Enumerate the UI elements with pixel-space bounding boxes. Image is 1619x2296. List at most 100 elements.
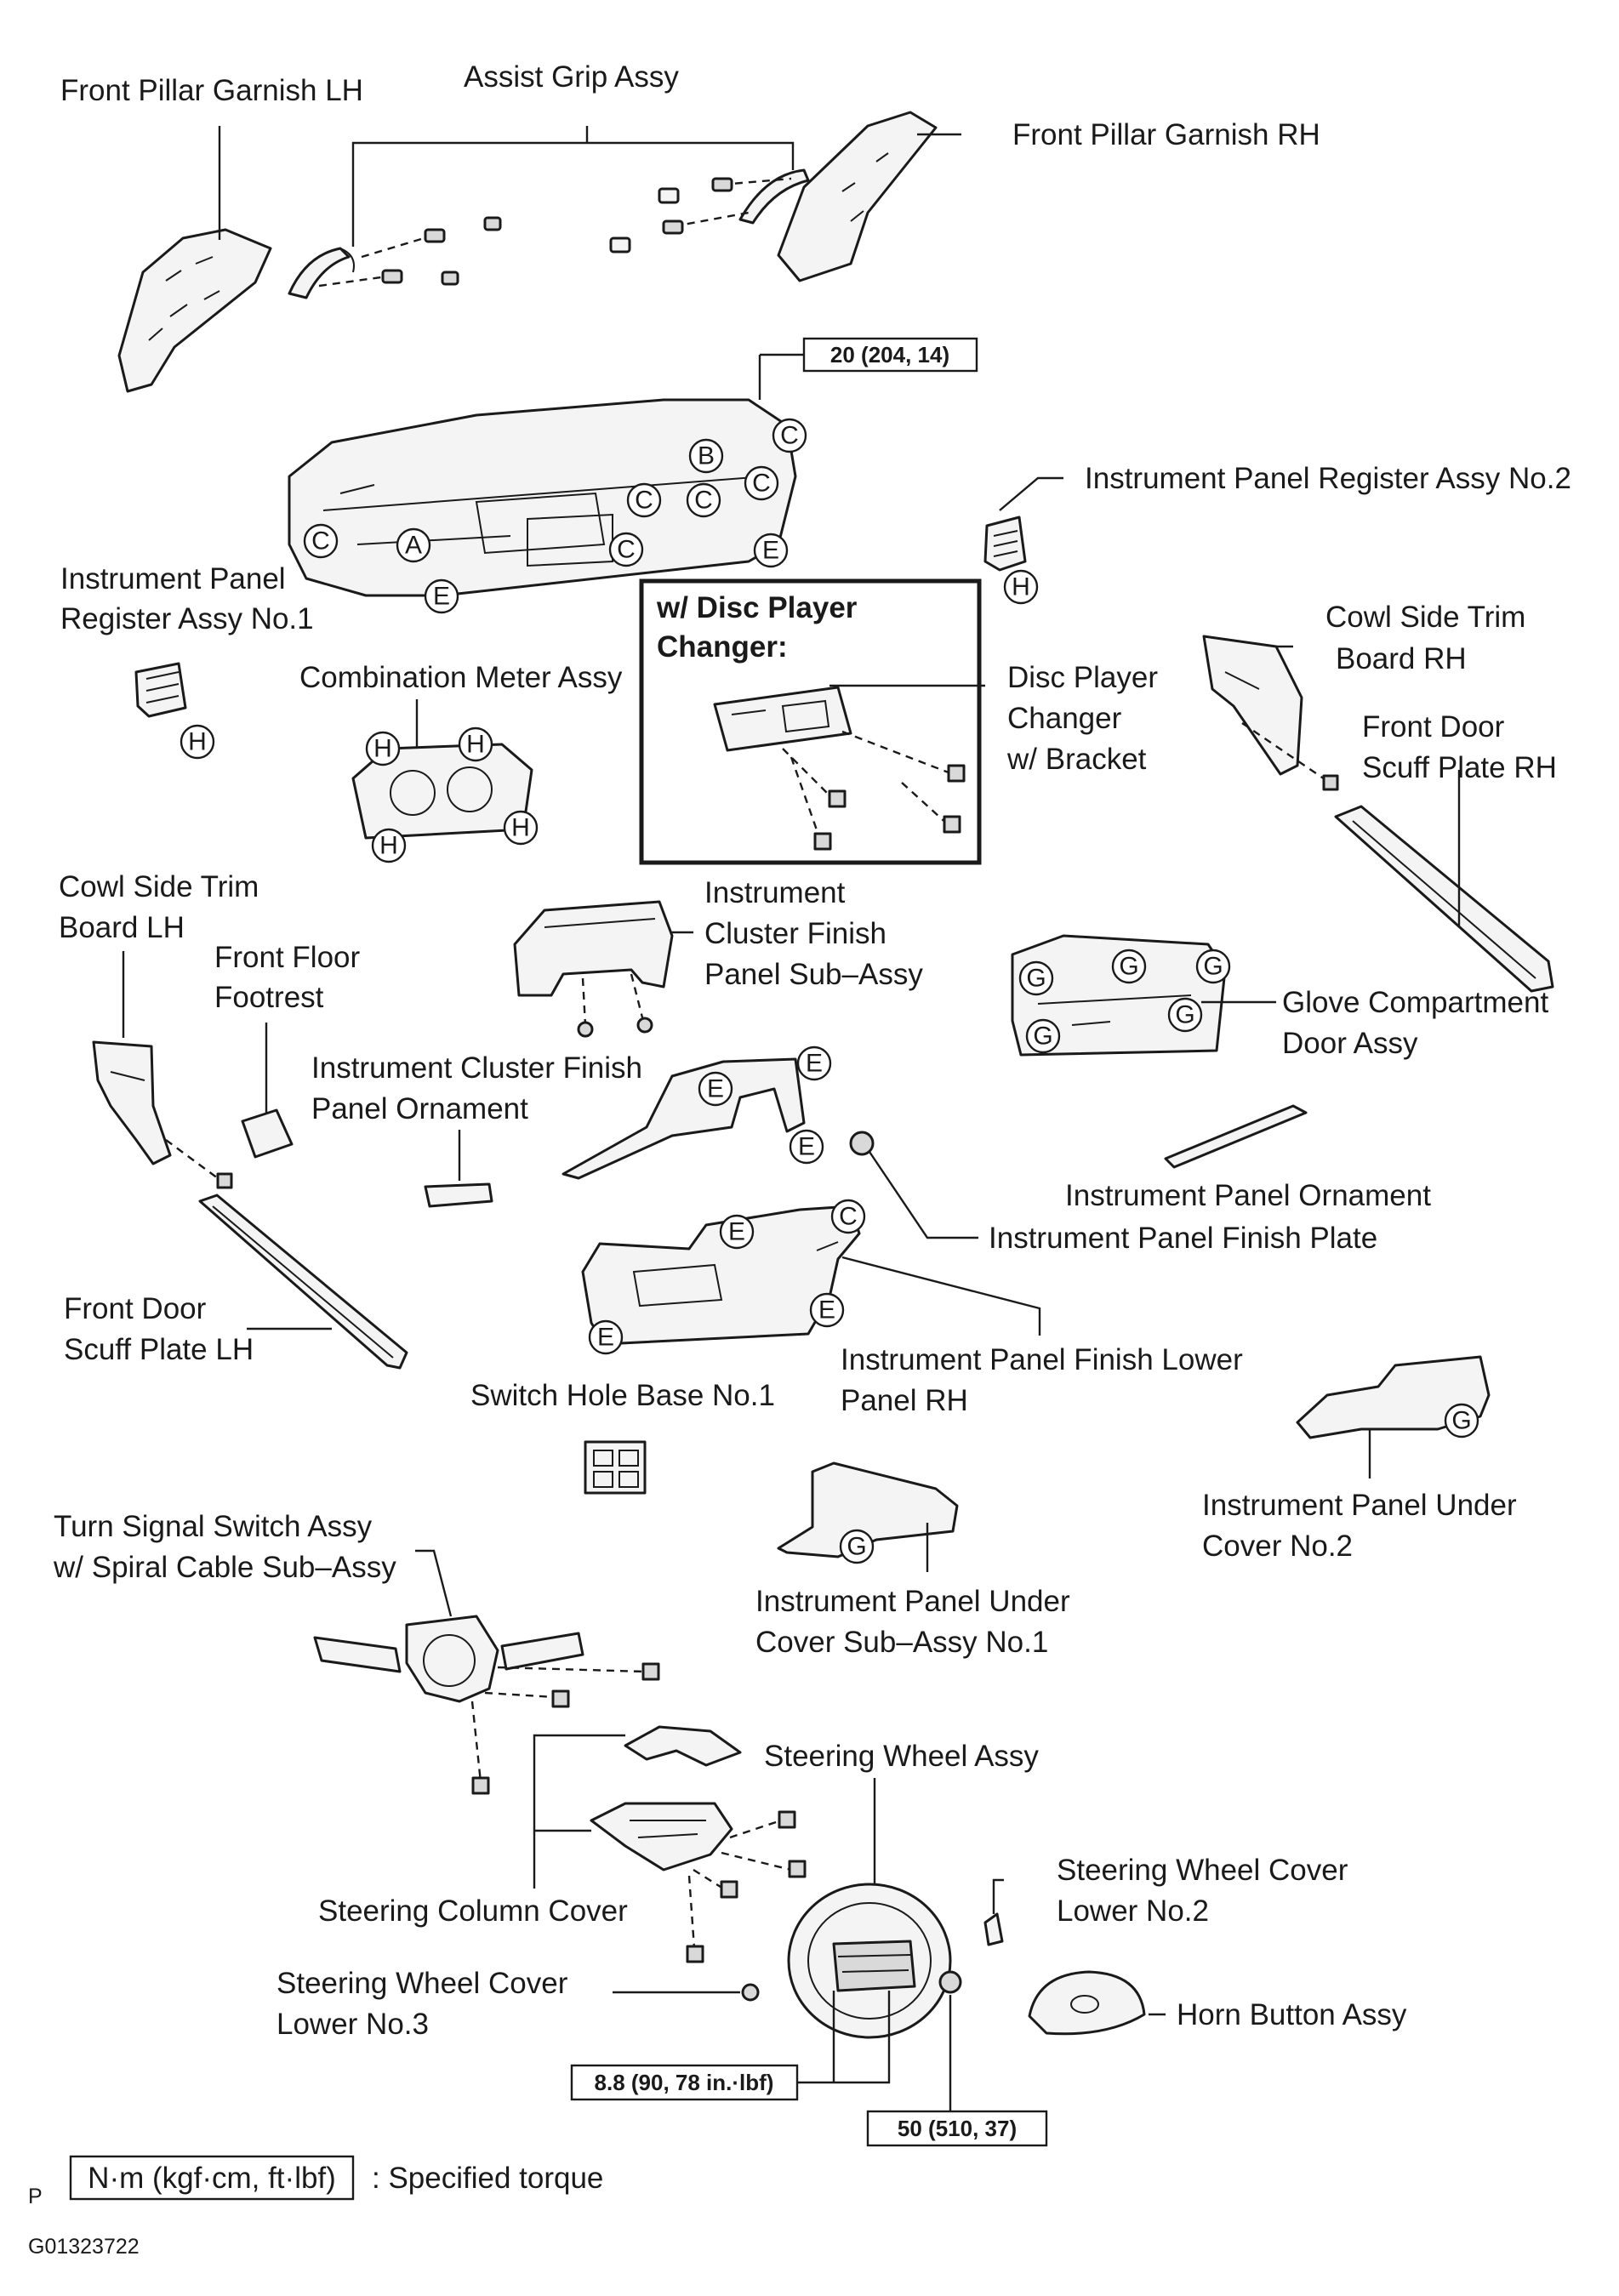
torque-box-dash-bolt <box>802 337 978 373</box>
svg-text:H: H <box>379 832 398 860</box>
svg-text:G: G <box>1175 1001 1194 1029</box>
label-disc-player-l2: Changer <box>1007 702 1122 735</box>
steering-wheel-cover-lower-no3 <box>741 1983 760 2002</box>
label-scuff-lh-l1: Front Door <box>64 1292 207 1325</box>
instrument-panel-ornament <box>1164 1104 1308 1169</box>
svg-text:G: G <box>1033 1023 1052 1051</box>
svg-text:H: H <box>466 731 485 759</box>
svg-text:G: G <box>1026 965 1046 993</box>
fastener-set-lh <box>318 216 502 288</box>
combination-meter-assy: H H H H <box>351 726 539 863</box>
svg-text:E: E <box>798 1133 815 1161</box>
assist-grip-lh <box>288 247 355 299</box>
label-wheel-cover-no2-l1: Steering Wheel Cover <box>1057 1854 1348 1887</box>
svg-text:E: E <box>806 1050 823 1078</box>
label-under-cover-no2-l1: Instrument Panel Under <box>1202 1489 1517 1522</box>
svg-text:C: C <box>694 487 713 515</box>
instrument-panel-finish-lower-panel-rh: C E E E <box>581 1199 866 1355</box>
assist-grip-rh <box>738 168 810 225</box>
label-register-no1-l2: Register Assy No.1 <box>60 602 314 635</box>
svg-text:E: E <box>707 1075 724 1103</box>
label-finish-lower-l2: Panel RH <box>841 1384 968 1417</box>
inset-title-l2: Changer: <box>657 630 788 664</box>
instrument-panel-bracket-lower: E E E <box>562 1045 832 1180</box>
label-scuff-rh-l2: Scuff Plate RH <box>1362 751 1557 784</box>
front-pillar-garnish-lh <box>117 228 272 393</box>
torque-box-steering-nut <box>866 2110 1048 2147</box>
svg-text:G: G <box>1119 953 1138 981</box>
label-under-cover-no2-l2: Cover No.2 <box>1202 1530 1353 1563</box>
label-register-no2: Instrument Panel Register Assy No.2 <box>1085 462 1571 495</box>
label-cluster-finish-l2: Cluster Finish <box>704 917 886 950</box>
instrument-cluster-finish-panel <box>513 900 674 1038</box>
label-register-no1-l1: Instrument Panel <box>60 562 286 595</box>
label-disc-player-l3: w/ Bracket <box>1006 743 1147 776</box>
svg-text:C: C <box>780 422 799 450</box>
label-turn-signal-l2: w/ Spiral Cable Sub–Assy <box>53 1551 396 1584</box>
horn-button-assy <box>1028 1970 1146 2036</box>
svg-text:E: E <box>597 1324 614 1352</box>
label-under-cover-no1-l2: Cover Sub–Assy No.1 <box>755 1626 1048 1659</box>
label-front-pillar-garnish-rh: Front Pillar Garnish RH <box>1012 118 1320 151</box>
label-steering-wheel-assy: Steering Wheel Assy <box>764 1740 1039 1773</box>
svg-text:E: E <box>762 537 779 565</box>
label-glove-l2: Door Assy <box>1282 1027 1418 1060</box>
svg-text:C: C <box>617 536 636 564</box>
svg-text:E: E <box>433 583 450 611</box>
legend-description: : Specified torque <box>372 2162 603 2195</box>
svg-text:C: C <box>311 527 330 555</box>
legend-unit-box <box>69 2155 355 2201</box>
label-cluster-finish-l3: Panel Sub–Assy <box>704 958 923 991</box>
label-horn-button: Horn Button Assy <box>1177 1998 1407 2031</box>
label-front-pillar-garnish-lh: Front Pillar Garnish LH <box>60 74 363 107</box>
torque-dash-bolt: 20 (204, 14) <box>830 342 949 367</box>
clip-markers-dashboard: B C C C C C C A E E <box>303 418 807 614</box>
cowl-side-trim-board-rh <box>1202 635 1303 776</box>
instrument-panel-finish-plate <box>849 1131 875 1156</box>
cowl-side-trim-board-lh <box>92 1040 172 1165</box>
label-assist-grip-assy: Assist Grip Assy <box>464 60 679 94</box>
steering-wheel-assy <box>787 1883 952 2039</box>
svg-text:H: H <box>1012 573 1030 601</box>
disc-player-changer <box>713 686 966 851</box>
label-cowl-side-rh-l1: Cowl Side Trim <box>1325 601 1525 634</box>
glove-compartment-door-assy: G G G G G <box>1011 934 1231 1057</box>
front-pillar-garnish-rh <box>777 111 938 282</box>
figure-id: G01323722 <box>28 2235 140 2259</box>
label-cluster-finish-l1: Instrument <box>704 876 846 909</box>
steering-nut <box>938 1970 962 1994</box>
svg-text:E: E <box>728 1218 745 1246</box>
label-glove-l1: Glove Compartment <box>1282 986 1548 1019</box>
instrument-panel-under-cover-no2: G <box>1296 1355 1491 1439</box>
label-wheel-cover-no2-l2: Lower No.2 <box>1057 1894 1209 1928</box>
inset-title-l1: w/ Disc Player <box>656 591 858 624</box>
label-steering-column-cover: Steering Column Cover <box>318 1894 628 1928</box>
instrument-cluster-finish-panel-ornament <box>424 1182 493 1208</box>
label-scuff-lh-l2: Scuff Plate LH <box>64 1333 254 1366</box>
front-door-scuff-plate-rh <box>1334 805 1554 993</box>
label-turn-signal-l1: Turn Signal Switch Assy <box>54 1510 373 1543</box>
label-footrest-l1: Front Floor <box>214 941 360 974</box>
switch-hole-base-no1 <box>584 1440 647 1495</box>
svg-text:H: H <box>373 735 392 763</box>
svg-text:G: G <box>1203 953 1223 981</box>
torque-steering-small: 8.8 (90, 78 in.·lbf) <box>595 2070 774 2095</box>
steering-wheel-cover-lower-no2 <box>983 1912 1004 1946</box>
label-finish-plate: Instrument Panel Finish Plate <box>989 1222 1377 1255</box>
svg-text:H: H <box>511 814 530 842</box>
svg-text:C: C <box>839 1203 858 1231</box>
instrument-panel-under-cover-no1: G <box>777 1461 959 1564</box>
svg-text:G: G <box>1451 1407 1471 1435</box>
label-disc-player-l1: Disc Player <box>1007 661 1158 694</box>
torque-steering-nut: 50 (510, 37) <box>898 2116 1017 2141</box>
label-under-cover-no1-l1: Instrument Panel Under <box>755 1585 1070 1618</box>
svg-text:C: C <box>752 470 771 498</box>
svg-text:C: C <box>635 487 653 515</box>
label-cowl-side-lh-l2: Board LH <box>59 911 185 944</box>
torque-box-steering-small <box>570 2064 799 2101</box>
svg-text:G: G <box>847 1533 866 1561</box>
instrument-panel-register-no2: H <box>983 516 1039 605</box>
label-scuff-rh-l1: Front Door <box>1362 710 1505 743</box>
label-switch-hole-base: Switch Hole Base No.1 <box>470 1379 775 1412</box>
